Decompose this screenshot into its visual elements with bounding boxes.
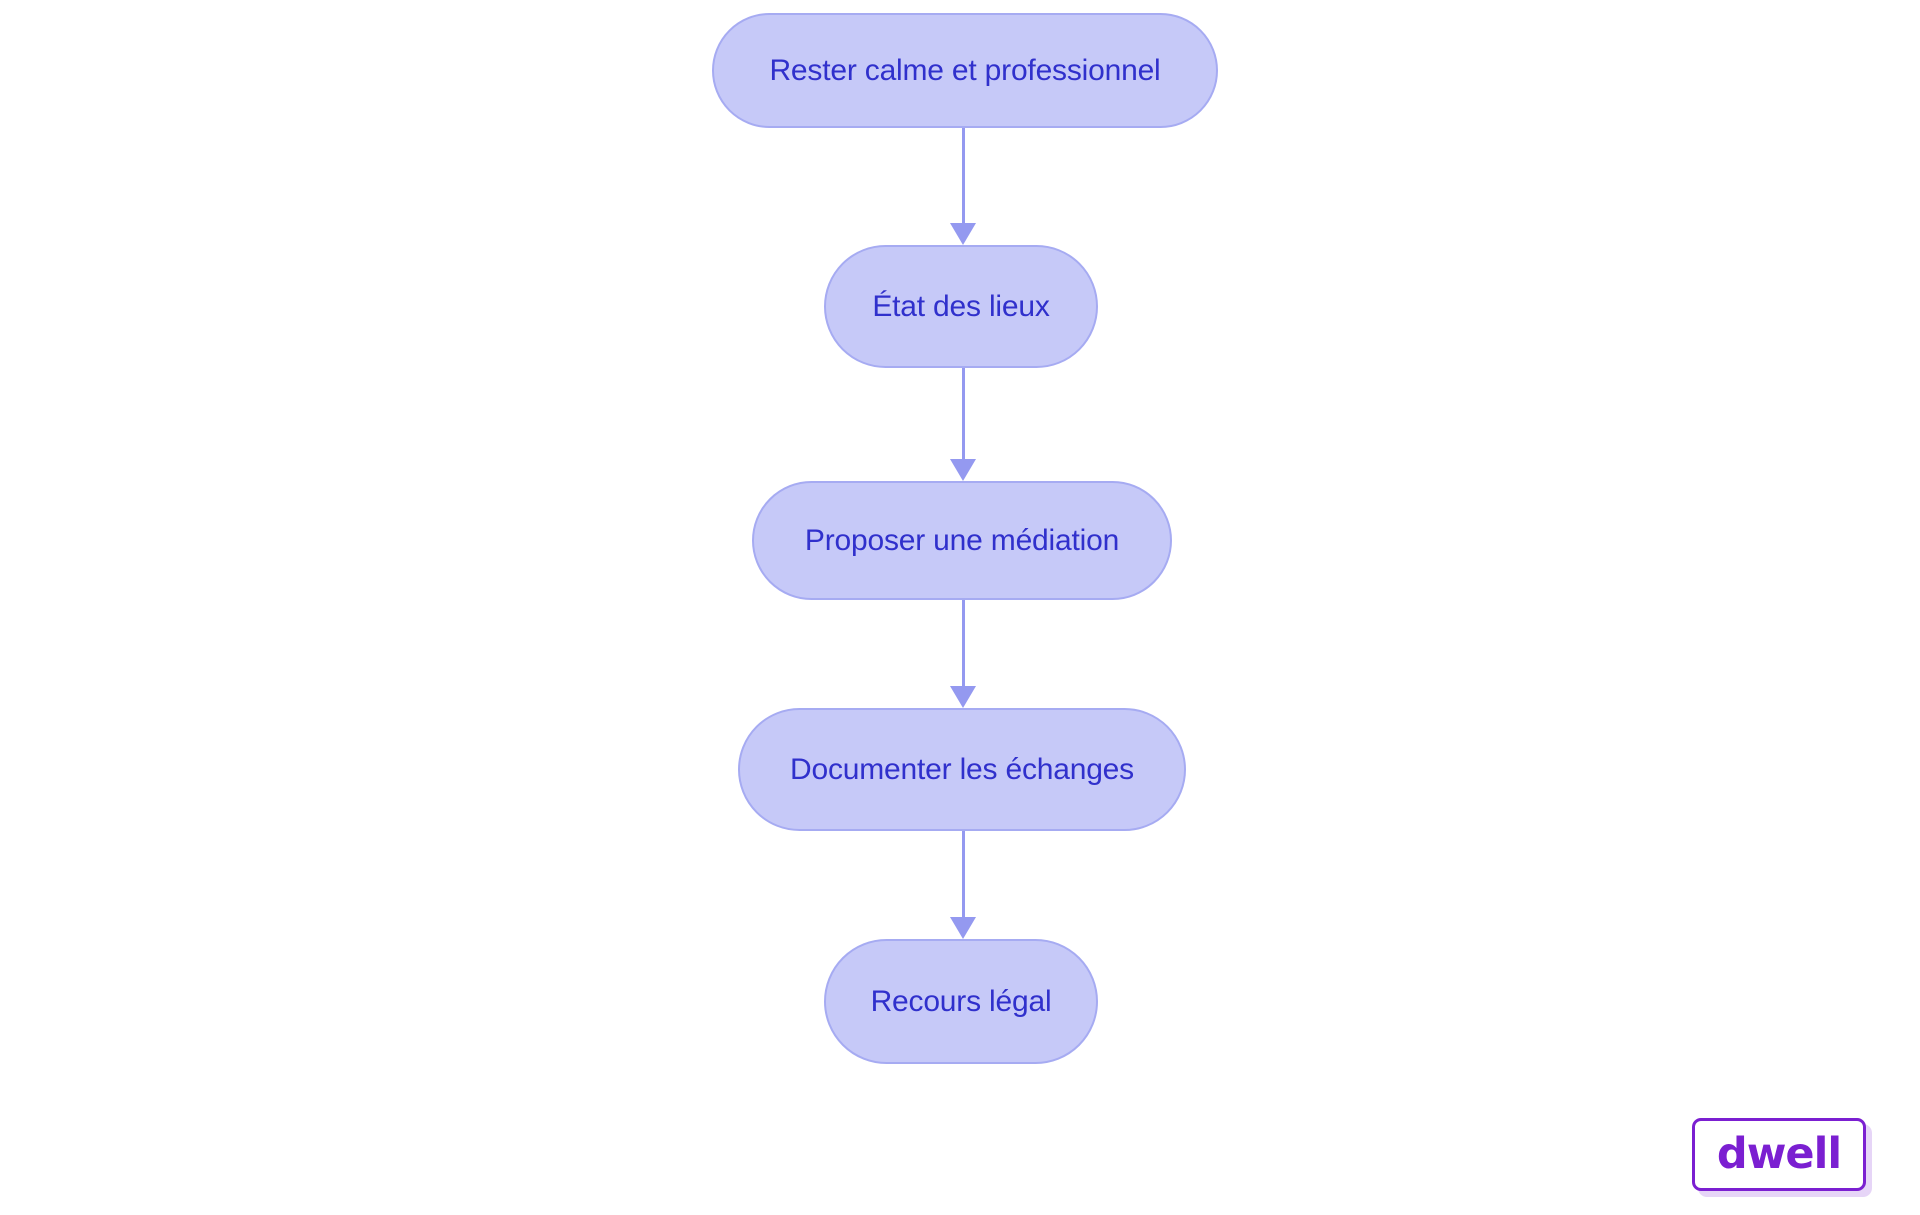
brand-badge[interactable]: dwell <box>1692 1118 1866 1191</box>
flow-node-etat-des-lieux[interactable]: État des lieux <box>824 245 1098 368</box>
flow-edge-arrow <box>950 128 976 245</box>
brand-logo-text: dwell <box>1716 1129 1842 1179</box>
flow-node-label: État des lieux <box>872 290 1050 323</box>
flow-node-proposer-une-mediation[interactable]: Proposer une médiation <box>752 481 1172 600</box>
arrow-head-icon <box>950 917 976 939</box>
arrow-head-icon <box>950 686 976 708</box>
flow-node-label: Rester calme et professionnel <box>769 54 1161 87</box>
arrow-head-icon <box>950 459 976 481</box>
arrow-line <box>961 128 965 225</box>
flow-node-documenter-les-echanges[interactable]: Documenter les échanges <box>738 708 1186 831</box>
flow-node-label: Documenter les échanges <box>790 753 1134 786</box>
flow-node-recours-legal[interactable]: Recours légal <box>824 939 1098 1064</box>
flowchart-graph: Rester calme et professionnel État des l… <box>712 13 1218 1064</box>
arrow-line <box>961 831 965 919</box>
flow-edge-arrow <box>950 368 976 481</box>
arrow-line <box>961 600 965 688</box>
arrow-line <box>961 368 965 461</box>
flow-node-label: Proposer une médiation <box>804 524 1120 557</box>
flow-node-label: Recours légal <box>870 985 1052 1018</box>
flow-node-rester-calme-et-professionnel[interactable]: Rester calme et professionnel <box>712 13 1218 128</box>
flow-edge-arrow <box>950 831 976 939</box>
arrow-head-icon <box>950 223 976 245</box>
flow-edge-arrow <box>950 600 976 708</box>
